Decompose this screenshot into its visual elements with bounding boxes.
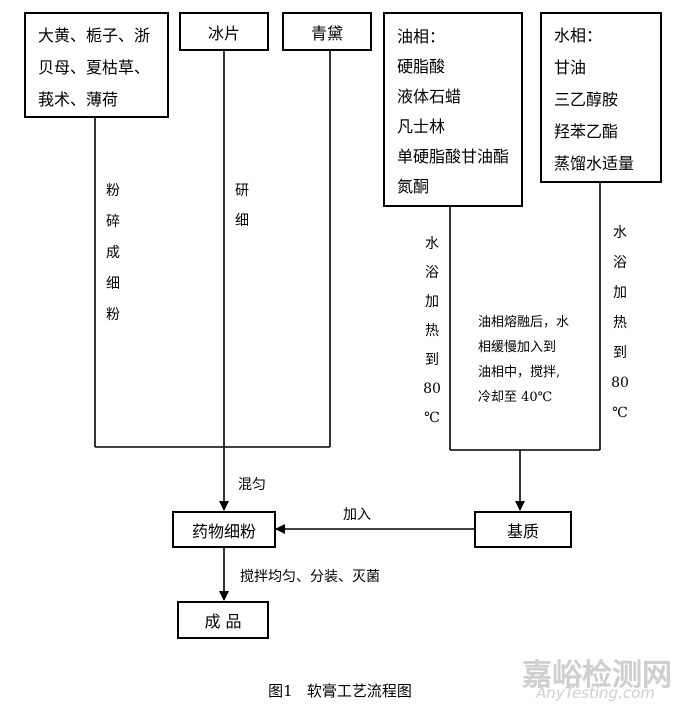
- water-phase-box: 水相： 甘油 三乙醇胺 羟苯乙酯 蒸馏水适量: [540, 12, 662, 183]
- watermark-en: AnyTesting.com: [536, 684, 655, 702]
- oil-bath-char: 浴: [425, 265, 439, 281]
- oil-bath-char: 热: [425, 323, 439, 339]
- grind-char: 细: [235, 213, 249, 229]
- oil-phase-line: 液体石蜡: [397, 87, 462, 106]
- oil-phase-line: 硬脂酸: [397, 57, 446, 76]
- oil-bath-char: ℃: [424, 410, 440, 426]
- watermark-cn: 嘉峪检测网: [522, 658, 672, 693]
- oil-bath-char: 加: [425, 294, 439, 310]
- water-bath-char: 80: [611, 375, 629, 391]
- matrix-box: 基质: [474, 511, 572, 548]
- drug-powder-box: 药物细粉: [172, 511, 276, 548]
- water-phase-line: 水相：: [554, 26, 603, 45]
- bingpian-label: 冰片: [207, 23, 240, 43]
- finish-label: 搅拌均匀、分装、灭菌: [240, 569, 380, 585]
- oil-phase-line: 单硬脂酸甘油酯: [397, 147, 510, 166]
- herbs-line: 莪术、薄荷: [38, 90, 119, 109]
- water-bath-char: ℃: [612, 405, 628, 421]
- qingdai-label: 青黛: [310, 23, 343, 43]
- emulsify-line: 相缓慢加入到: [478, 340, 557, 355]
- herbs-line: 贝母、夏枯草、: [38, 58, 151, 77]
- oil-bath-char: 到: [425, 352, 439, 368]
- crush-char: 细: [106, 276, 120, 292]
- oil-phase-box: 油相： 硬脂酸 液体石蜡 凡士林 单硬脂酸甘油酯 氮酮: [383, 12, 523, 207]
- drug-powder-label: 药物细粉: [191, 521, 256, 541]
- water-phase-line: 羟苯乙酯: [554, 122, 619, 141]
- crush-char: 粉: [106, 307, 120, 323]
- water-bath-char: 加: [613, 285, 627, 301]
- herbs-box: 大黄、栀子、浙 贝母、夏枯草、 莪术、薄荷: [24, 12, 169, 118]
- water-bath-char: 到: [613, 345, 627, 361]
- product-box: 成 品: [177, 601, 269, 639]
- emulsify-line: 油相中，搅拌,: [478, 365, 561, 380]
- oil-phase-line: 油相：: [397, 27, 446, 46]
- bingpian-box: 冰片: [179, 12, 269, 51]
- mix-label: 混匀: [238, 477, 266, 493]
- water-phase-line: 蒸馏水适量: [554, 154, 635, 173]
- crush-char: 粉: [106, 183, 120, 199]
- crush-char: 成: [106, 245, 120, 261]
- product-label: 成 品: [204, 612, 242, 631]
- emulsify-note: 油相熔融后，水 相缓慢加入到 油相中，搅拌, 冷却至 40℃: [478, 310, 569, 410]
- matrix-label: 基质: [506, 521, 539, 541]
- qingdai-box: 青黛: [282, 12, 372, 51]
- crush-annotation: 粉 碎 成 细 粉: [104, 176, 122, 331]
- oil-phase-line: 凡士林: [397, 117, 446, 136]
- grind-char: 研: [235, 183, 249, 199]
- water-phase-line: 三乙醇胺: [554, 90, 619, 109]
- oil-bath-char: 水: [425, 236, 439, 252]
- oil-bath-char: 80: [423, 381, 441, 397]
- water-phase-line: 甘油: [554, 58, 587, 77]
- add-label: 加入: [343, 507, 371, 523]
- oil-bath-annotation: 水 浴 加 热 到 80 ℃: [421, 230, 443, 433]
- water-bath-char: 水: [613, 225, 627, 241]
- water-bath-annotation: 水 浴 加 热 到 80 ℃: [609, 218, 631, 428]
- figure-caption: 图1 软膏工艺流程图: [268, 682, 412, 700]
- water-bath-char: 热: [613, 315, 627, 331]
- oil-phase-line: 氮酮: [397, 177, 430, 196]
- grind-annotation: 研 细: [233, 176, 251, 236]
- water-bath-char: 浴: [613, 255, 627, 271]
- emulsify-line: 油相熔融后，水: [478, 315, 570, 330]
- emulsify-line: 冷却至 40℃: [478, 390, 553, 405]
- herbs-line: 大黄、栀子、浙: [38, 26, 151, 45]
- crush-char: 碎: [106, 214, 120, 230]
